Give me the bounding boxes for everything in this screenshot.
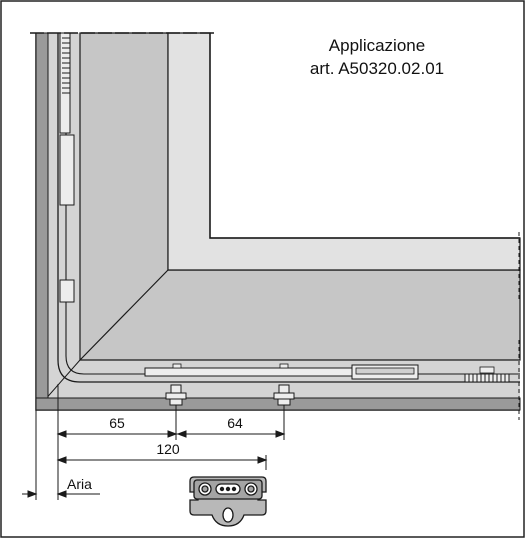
inner-sash-profile [79, 32, 521, 361]
dimension-65 [56, 430, 178, 438]
strip-segment-mid [59, 134, 75, 206]
dimension-64 [176, 430, 286, 438]
hardware-strip [57, 32, 520, 383]
plate-pin [479, 366, 495, 374]
part-slot-dot [219, 486, 225, 492]
caption-line-2: art. A50320.02.01 [310, 59, 444, 78]
part-slot-dot [231, 486, 237, 492]
part-slot-dot [225, 486, 231, 492]
strip-segment-low [59, 279, 75, 303]
corner-drive-bar [57, 33, 520, 383]
part-illustration [189, 476, 267, 527]
dimension-label-64: 64 [227, 415, 243, 431]
locking-cam-1 [165, 384, 187, 406]
dimension-label-120: 120 [156, 441, 180, 457]
window-frame [35, 32, 521, 411]
frame-left-edge [35, 32, 49, 411]
corner-drive-bar-inner [65, 33, 520, 375]
bottom-plate [144, 367, 356, 377]
part-hole-left-inner [201, 485, 209, 493]
frame-inner-outline [209, 33, 520, 239]
caption-line-1: Applicazione [329, 36, 425, 55]
part-hole-right-inner [247, 485, 255, 493]
part-bottom-hole [222, 507, 234, 523]
dimension-label-aria: Aria [67, 476, 92, 492]
dimension-120 [56, 456, 268, 464]
rack-hatching [62, 37, 70, 94]
mitre-line [79, 269, 169, 361]
dimension-aria [22, 490, 100, 498]
dimension-label-65: 65 [109, 415, 125, 431]
plate-pin [279, 363, 289, 369]
plate-pin [172, 363, 182, 369]
roller-hatching [464, 373, 510, 383]
bottom-lock-inner [355, 367, 415, 375]
